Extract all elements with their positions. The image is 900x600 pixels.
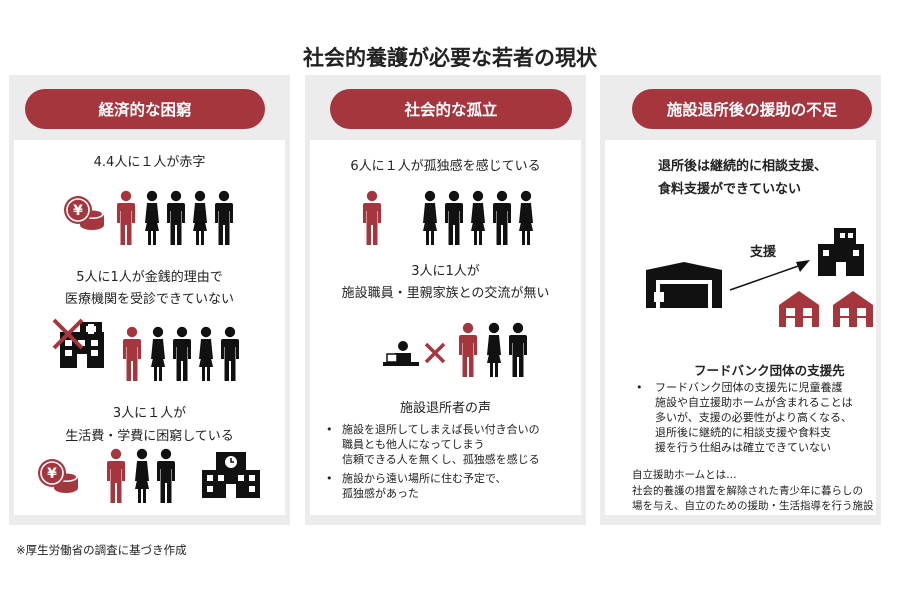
person-highlight-icon <box>363 190 381 245</box>
coin-stack-icon <box>63 195 105 231</box>
bullet-icon: • <box>326 423 333 436</box>
person-icon <box>167 190 185 245</box>
person-icon <box>157 448 175 503</box>
note-line1: 自立援助ホームとは… <box>632 469 737 481</box>
stat-medical-line1: 5人に1人が金銭的理由で <box>76 270 223 285</box>
foodbank-line3: 多いが、支援の必要性がより高くなる、 <box>655 411 853 424</box>
person-icon <box>199 326 213 381</box>
person-icon <box>519 190 533 245</box>
stat-living-costs-line2: 生活費・学費に困窮している <box>65 429 234 444</box>
footnote: ※厚生労働省の調査に基づき作成 <box>16 543 187 557</box>
cross-icon <box>424 342 446 364</box>
foodbank-line4: 退所後に継続的に相談支援や食料支 <box>655 426 831 439</box>
page-title: 社会的養護が必要な若者の現状 <box>303 46 597 70</box>
panel-isolation <box>310 140 581 515</box>
person-icon <box>215 190 233 245</box>
bullet-icon: • <box>326 472 333 485</box>
person-icon <box>445 190 463 245</box>
person-highlight-icon <box>459 322 477 377</box>
arrow-label: 支援 <box>750 245 777 260</box>
person-icon <box>423 190 437 245</box>
arrow-icon <box>729 260 810 291</box>
person-icon <box>471 190 485 245</box>
stat-medical-line2: 医療機関を受診できていない <box>64 292 234 307</box>
stat-deficit: 4.4人に１人が赤字 <box>93 155 206 170</box>
staff-desk-icon <box>383 341 419 366</box>
stat-no-contact-line2: 施設職員・里親家族との交流が無い <box>341 286 550 301</box>
stat-living-costs-line1: 3人に１人が <box>112 406 187 421</box>
warehouse-icon <box>646 262 722 308</box>
voice-1-line3: 信頼できる人を無くし、孤独感を感じる <box>342 453 540 466</box>
person-icon <box>173 326 191 381</box>
person-icon <box>487 322 501 377</box>
school-icon <box>202 452 260 498</box>
person-icon <box>151 326 165 381</box>
coin-stack-icon <box>37 458 79 494</box>
header-economic-hardship: 経済的な困窮 <box>25 89 265 129</box>
house-icon <box>833 291 873 327</box>
person-icon <box>145 190 159 245</box>
building-icon <box>818 228 864 276</box>
voice-1-line1: 施設を退所してしまえば長い付き合いの <box>342 423 540 436</box>
person-highlight-icon <box>123 326 141 381</box>
person-highlight-icon <box>107 448 125 503</box>
person-icon <box>135 448 149 503</box>
person-icon <box>221 326 239 381</box>
header-social-isolation: 社会的な孤立 <box>330 89 572 129</box>
voice-2-line2: 孤独感があった <box>342 487 419 500</box>
note-line3: 場を与え、自立のための援助・生活指導を行う施設 <box>632 500 874 512</box>
foodbank-line5: 援を行う仕組みは確立できていない <box>655 441 831 454</box>
bullet-icon: • <box>636 381 643 394</box>
voices-title: 施設退所者の声 <box>399 401 491 416</box>
foodbank-line2: 施設や自立援助ホームが含まれることは <box>655 396 853 409</box>
stat-no-contact-line1: 3人に1人が <box>411 264 480 279</box>
lead-line2: 食料支援ができていない <box>658 182 802 197</box>
foodbank-title: フードバンク団体の支援先 <box>694 363 845 378</box>
header-support-shortage: 施設退所後の援助の不足 <box>632 89 872 129</box>
person-highlight-icon <box>117 190 135 245</box>
house-icon <box>779 291 819 327</box>
stat-loneliness: 6人に１人が孤独感を感じている <box>350 159 541 174</box>
person-icon <box>193 190 207 245</box>
person-icon <box>493 190 511 245</box>
voice-1-line2: 職員とも他人になってしまう <box>342 438 485 451</box>
panel-support <box>605 140 876 515</box>
foodbank-line1: フードバンク団体の支援先に児童養護 <box>655 381 843 394</box>
person-icon <box>509 322 527 377</box>
note-line2: 社会的養護の措置を解除された青少年に暮らしの <box>632 485 863 497</box>
voice-2-line1: 施設から遠い場所に住む予定で、 <box>342 472 507 485</box>
lead-line1: 退所後は継続的に相談支援、 <box>658 159 828 174</box>
hospital-crossed-icon <box>52 318 104 368</box>
